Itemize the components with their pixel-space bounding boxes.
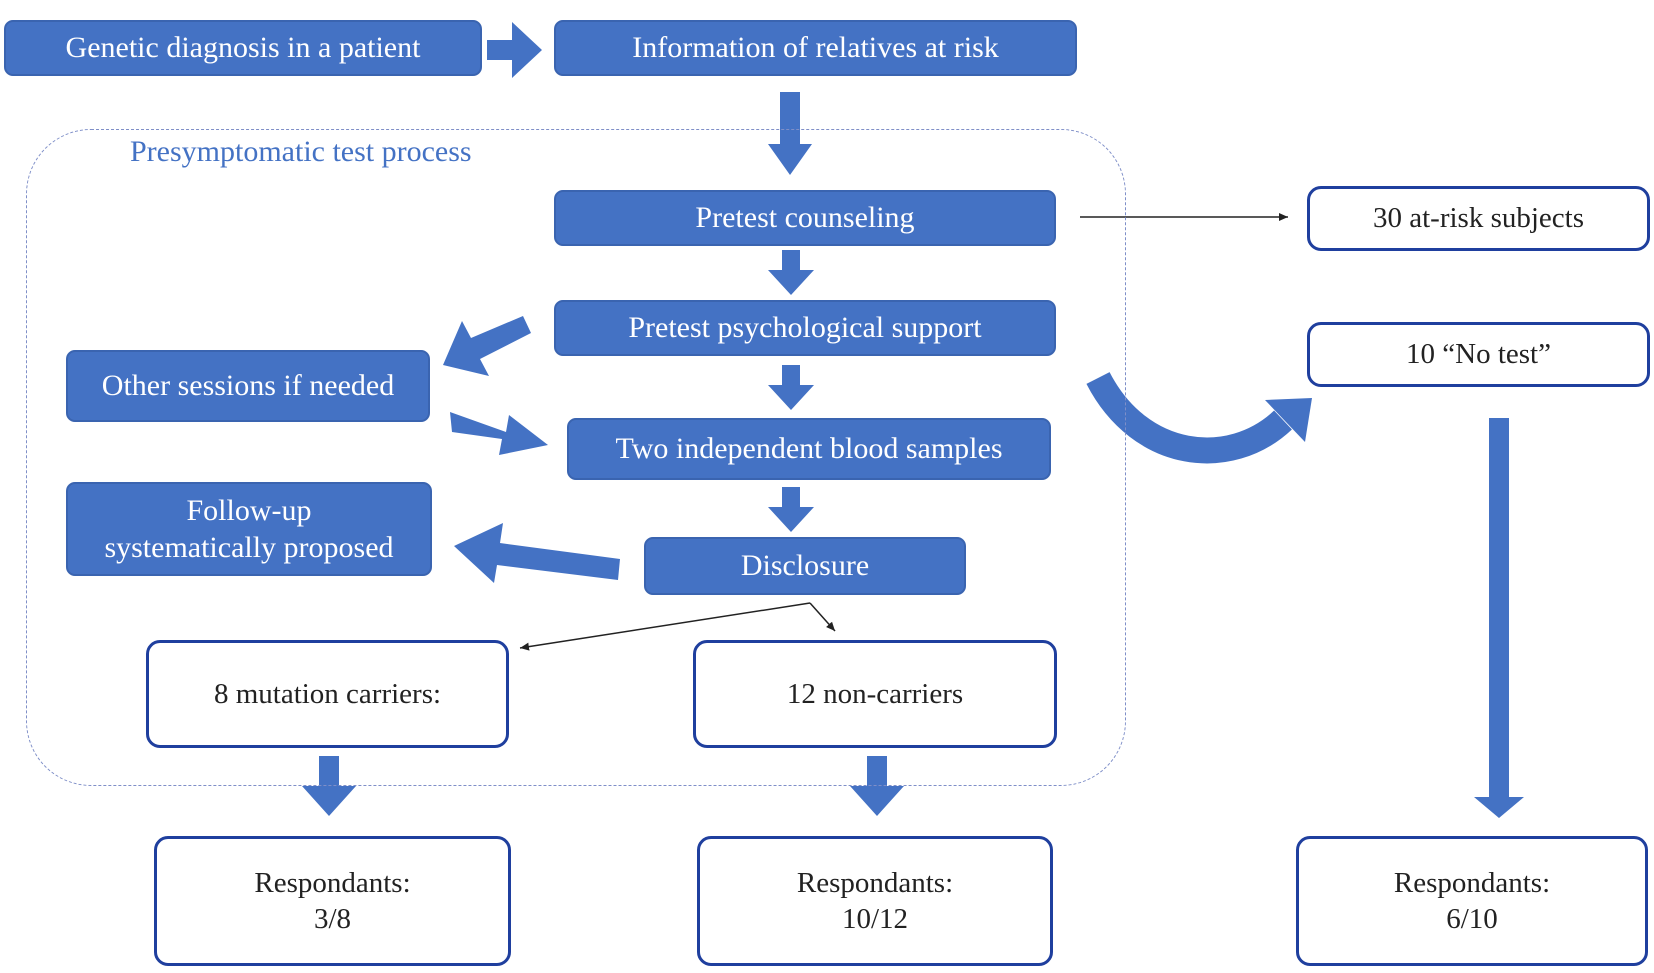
disclosure-box: Disclosure: [644, 537, 966, 595]
presymptomatic-process-frame: [26, 129, 1126, 786]
no-test-text: 10 “No test”: [1406, 338, 1551, 371]
arrow-blood-to-disclosure: [768, 487, 814, 532]
pretest-counseling-box: Pretest counseling: [554, 190, 1056, 246]
arrow-diagnosis-to-information: [487, 22, 542, 78]
psych-support-text: Pretest psychological support: [628, 311, 982, 345]
non-carriers-respondants-value: 10/12: [841, 903, 909, 935]
line-disclosure-to-carriers: [519, 602, 811, 651]
blood-samples-text: Two independent blood samples: [615, 432, 1003, 466]
process-label: Presymptomatic test process: [130, 135, 472, 168]
carriers-respondants-label: Respondants:: [254, 866, 411, 899]
no-test-box: 10 “No test”: [1307, 322, 1650, 387]
arrow-counseling-to-support: [768, 250, 814, 295]
information-text: Information of relatives at risk: [632, 31, 999, 65]
at-risk-text: 30 at-risk subjects: [1372, 202, 1584, 235]
carriers-respondants-block: Respondants: 3/8: [254, 865, 410, 938]
psych-support-box: Pretest psychological support: [554, 300, 1056, 356]
blood-samples-box: Two independent blood samples: [567, 418, 1051, 480]
at-risk-box: 30 at-risk subjects: [1307, 186, 1650, 251]
arrow-support-to-blood: [768, 365, 814, 410]
non-carriers-respondants-box: Respondants: 10/12: [697, 836, 1053, 966]
arrow-non-carriers-to-respondants: [850, 756, 904, 816]
arrow-information-to-counseling: [768, 92, 812, 175]
follow-up-line1: Follow-up: [186, 493, 312, 527]
non-carriers-respondants-label: Respondants:: [796, 866, 954, 899]
arrow-support-to-other-sessions: [443, 316, 531, 376]
curved-arrow-to-no-test: [1086, 371, 1292, 464]
other-sessions-box: Other sessions if needed: [66, 350, 430, 422]
diagnosis-box: Genetic diagnosis in a patient: [4, 20, 482, 76]
diagnosis-text: Genetic diagnosis in a patient: [65, 31, 421, 65]
line-disclosure-to-non-carriers: [809, 602, 836, 632]
carriers-text: 8 mutation carriers:: [213, 677, 442, 710]
no-test-respondants-value: 6/10: [1446, 903, 1498, 935]
information-box: Information of relatives at risk: [554, 20, 1077, 76]
non-carriers-text: 12 non-carriers: [786, 677, 964, 710]
other-sessions-text: Other sessions if needed: [101, 369, 395, 403]
follow-up-box: Follow-up systematically proposed: [66, 482, 432, 576]
curved-arrow-head: [1265, 398, 1312, 442]
non-carriers-respondants-block: Respondants: 10/12: [797, 865, 953, 938]
disclosure-text: Disclosure: [740, 549, 870, 583]
arrow-other-sessions-to-blood: [450, 412, 548, 455]
carriers-respondants-box: Respondants: 3/8: [154, 836, 511, 966]
no-test-respondants-block: Respondants: 6/10: [1394, 865, 1550, 938]
follow-up-text-block: Follow-up systematically proposed: [104, 492, 393, 567]
carriers-respondants-value: 3/8: [313, 903, 352, 935]
follow-up-line2: systematically proposed: [104, 531, 394, 564]
non-carriers-box: 12 non-carriers: [693, 640, 1057, 748]
no-test-respondants-box: Respondants: 6/10: [1296, 836, 1648, 966]
arrow-carriers-to-respondants: [302, 756, 356, 816]
no-test-respondants-label: Respondants:: [1393, 866, 1551, 899]
arrow-no-test-to-respondants: [1474, 418, 1524, 818]
pretest-counseling-text: Pretest counseling: [695, 201, 915, 235]
carriers-box: 8 mutation carriers:: [146, 640, 509, 748]
arrow-disclosure-to-follow-up: [454, 523, 620, 583]
